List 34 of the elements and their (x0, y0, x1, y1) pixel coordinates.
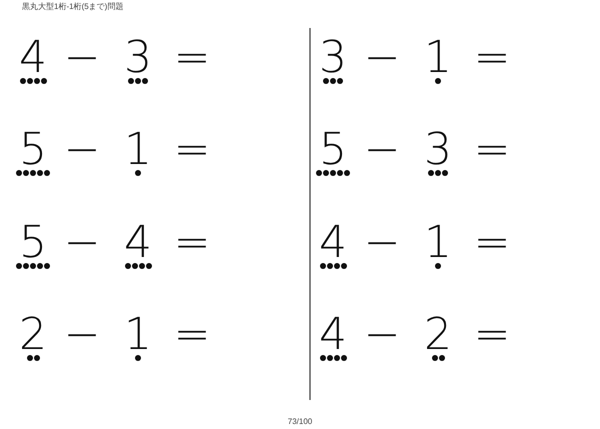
minus-sign: − (362, 221, 402, 265)
minus-sign: − (62, 313, 102, 357)
minus-sign: − (62, 36, 102, 80)
digit: 4 (18, 36, 48, 80)
equals-sign: = (472, 313, 512, 357)
digit: 5 (18, 221, 48, 265)
digit: 2 (423, 313, 453, 357)
equals-sign: = (172, 313, 212, 357)
minus-sign: − (62, 128, 102, 172)
digit: 1 (423, 36, 453, 80)
worksheet-title: 黒丸大型1桁-1桁(5まで)問題 (22, 3, 124, 11)
equals-sign: = (172, 221, 212, 265)
equals-sign: = (472, 36, 512, 80)
digit: 3 (123, 36, 153, 80)
digit: 1 (423, 221, 453, 265)
minus-sign: − (362, 128, 402, 172)
digit: 3 (423, 128, 453, 172)
digit: 5 (18, 128, 48, 172)
equals-sign: = (172, 128, 212, 172)
digit: 4 (123, 221, 153, 265)
digit: 2 (18, 313, 48, 357)
equals-sign: = (172, 36, 212, 80)
page-number: 73/100 (286, 418, 314, 426)
equals-sign: = (472, 221, 512, 265)
digit: 3 (318, 36, 348, 80)
digit: 1 (123, 128, 153, 172)
digit: 1 (123, 313, 153, 357)
digit: 5 (318, 128, 348, 172)
digit: 4 (318, 221, 348, 265)
minus-sign: − (362, 313, 402, 357)
minus-sign: − (362, 36, 402, 80)
digit: 4 (318, 313, 348, 357)
minus-sign: − (62, 221, 102, 265)
equals-sign: = (472, 128, 512, 172)
